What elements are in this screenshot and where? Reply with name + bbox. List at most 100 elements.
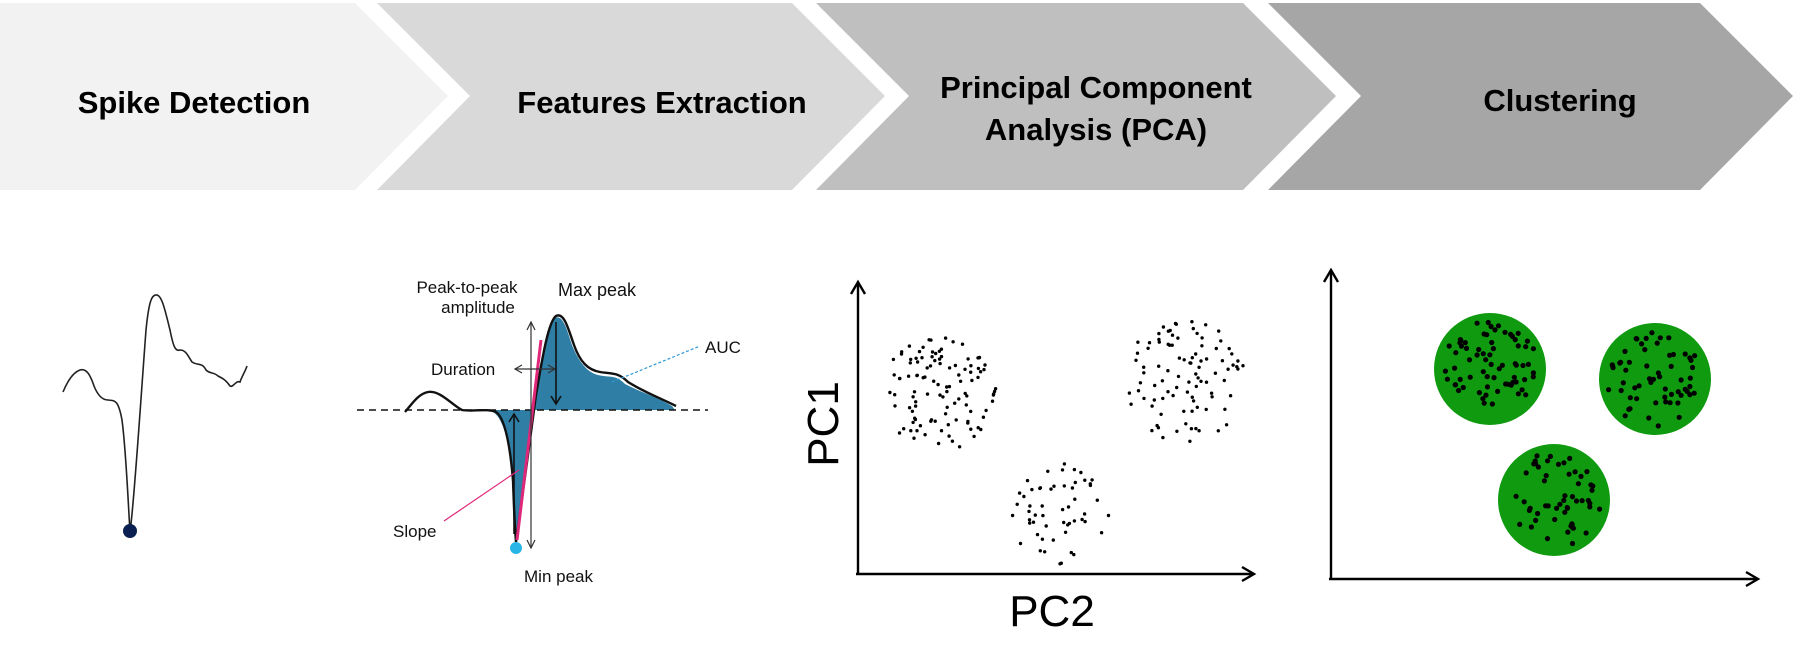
pca-dot-186 (1177, 356, 1182, 360)
cluster-dot-72 (1667, 400, 1673, 406)
cluster-dot-74 (1606, 387, 1612, 393)
pca-dot-79 (909, 429, 913, 433)
step-chevron-clustering (1268, 3, 1793, 190)
pca-dot-255 (1088, 483, 1093, 488)
cluster-dot-85 (1636, 383, 1642, 389)
cluster-dot-17 (1489, 401, 1495, 407)
pca-dot-251 (1022, 494, 1026, 499)
pca-dot-177 (1194, 372, 1198, 376)
min-peak-point (510, 542, 522, 554)
pca-dot-183 (1219, 339, 1223, 343)
cluster-dot-146 (1552, 516, 1558, 523)
pca-dot-86 (923, 375, 927, 379)
features-extraction-panel: Peak-to-peak amplitude Max peak AUC Dura… (357, 278, 741, 586)
pca-dot-88 (943, 336, 948, 340)
pca-dot-172 (1228, 394, 1233, 398)
cluster-dot-71 (1676, 414, 1682, 420)
cluster-dot-104 (1622, 413, 1628, 419)
cluster-points (1442, 319, 1698, 547)
cluster-dot-8 (1442, 368, 1448, 374)
pca-dot-110 (1197, 429, 1201, 433)
cluster-dot-88 (1682, 351, 1688, 357)
cluster-dot-140 (1523, 470, 1529, 476)
cluster-dot-143 (1545, 458, 1551, 464)
pca-dot-189 (1210, 395, 1214, 399)
pca-dot-156 (1197, 365, 1201, 369)
spike-waveform (62, 294, 248, 533)
pca-scatter-points (888, 320, 1245, 566)
cluster-dot-132 (1544, 536, 1551, 542)
pca-dot-219 (1038, 486, 1042, 491)
pca-dot-44 (963, 391, 967, 396)
step-title-pca-line-2: Analysis (PCA) (985, 112, 1207, 147)
cluster-dot-50 (1530, 374, 1536, 380)
cluster-dot-34 (1495, 388, 1501, 394)
pca-dot-248 (1030, 487, 1034, 492)
cluster-dot-39 (1463, 345, 1470, 351)
pca-dot-220 (1080, 517, 1084, 522)
pca-dot-193 (1136, 389, 1141, 393)
cluster-dot-99 (1663, 399, 1669, 405)
pca-dot-211 (1072, 552, 1076, 557)
pca-dot-32 (969, 370, 973, 374)
pca-dot-137 (1217, 329, 1221, 333)
cluster-dot-161 (1579, 498, 1585, 504)
cluster-dot-46 (1444, 376, 1450, 382)
cluster-circle-3 (1498, 444, 1610, 556)
pca-dot-203 (1170, 333, 1175, 337)
cluster-dot-114 (1654, 340, 1660, 346)
cluster-dot-178 (1564, 504, 1570, 511)
cluster-dot-73 (1642, 347, 1648, 353)
pca-dot-210 (1040, 537, 1045, 541)
pca-dot-25 (913, 417, 918, 422)
pca-dot-123 (1199, 379, 1203, 383)
cluster-dot-21 (1484, 374, 1490, 380)
peak-to-peak-label-line-1: Peak-to-peak (416, 278, 518, 297)
pca-dot-97 (929, 419, 933, 423)
cluster-dot-31 (1513, 362, 1519, 368)
cluster-dot-103 (1670, 351, 1676, 358)
pca-dot-96 (950, 439, 955, 443)
cluster-dot-117 (1689, 364, 1696, 371)
pca-dot-234 (1073, 480, 1078, 485)
cluster-dot-80 (1675, 400, 1681, 406)
cluster-dot-44 (1452, 382, 1459, 388)
pca-dot-115 (1209, 391, 1214, 395)
pca-dot-109 (943, 412, 948, 416)
pca-dot-54 (934, 351, 938, 356)
pca-dot-74 (939, 354, 944, 359)
pca-dot-121 (1175, 429, 1179, 433)
cluster-dot-100 (1623, 367, 1629, 373)
pca-dot-133 (1138, 381, 1143, 385)
pca-dot-14 (983, 363, 987, 367)
pca-dot-236 (1083, 519, 1087, 524)
pca-dot-163 (1191, 399, 1196, 403)
cluster-dot-24 (1483, 357, 1489, 363)
cluster-dot-97 (1643, 335, 1649, 341)
pca-dot-149 (1214, 346, 1219, 351)
cluster-dot-164 (1517, 521, 1523, 528)
cluster-dot-123 (1675, 389, 1681, 395)
cluster-dot-160 (1572, 469, 1578, 475)
pca-dot-202 (1190, 320, 1194, 324)
cluster-dot-165 (1528, 524, 1534, 530)
pca-dot-180 (1189, 361, 1193, 365)
pca-dot-240 (1090, 478, 1094, 482)
cluster-dot-144 (1535, 464, 1541, 470)
step-title-features-extraction: Features Extraction (517, 85, 806, 120)
cluster-dot-175 (1566, 471, 1572, 477)
pca-dot-173 (1189, 427, 1194, 431)
pca-dot-94 (936, 382, 940, 387)
cluster-dot-90 (1646, 415, 1652, 421)
step-chevron-spike-detection (0, 3, 448, 190)
pca-dot-221 (1060, 468, 1065, 472)
cluster-dot-127 (1666, 335, 1672, 341)
pca-dot-52 (938, 393, 942, 397)
pca-dot-230 (1049, 487, 1053, 491)
pca-dot-131 (1157, 340, 1162, 344)
cluster-dot-101 (1626, 359, 1632, 365)
clustering-axes (1322, 267, 1761, 588)
pca-dot-36 (970, 378, 974, 383)
pca-dot-126 (1166, 390, 1170, 394)
pca-dot-188 (1196, 376, 1200, 380)
